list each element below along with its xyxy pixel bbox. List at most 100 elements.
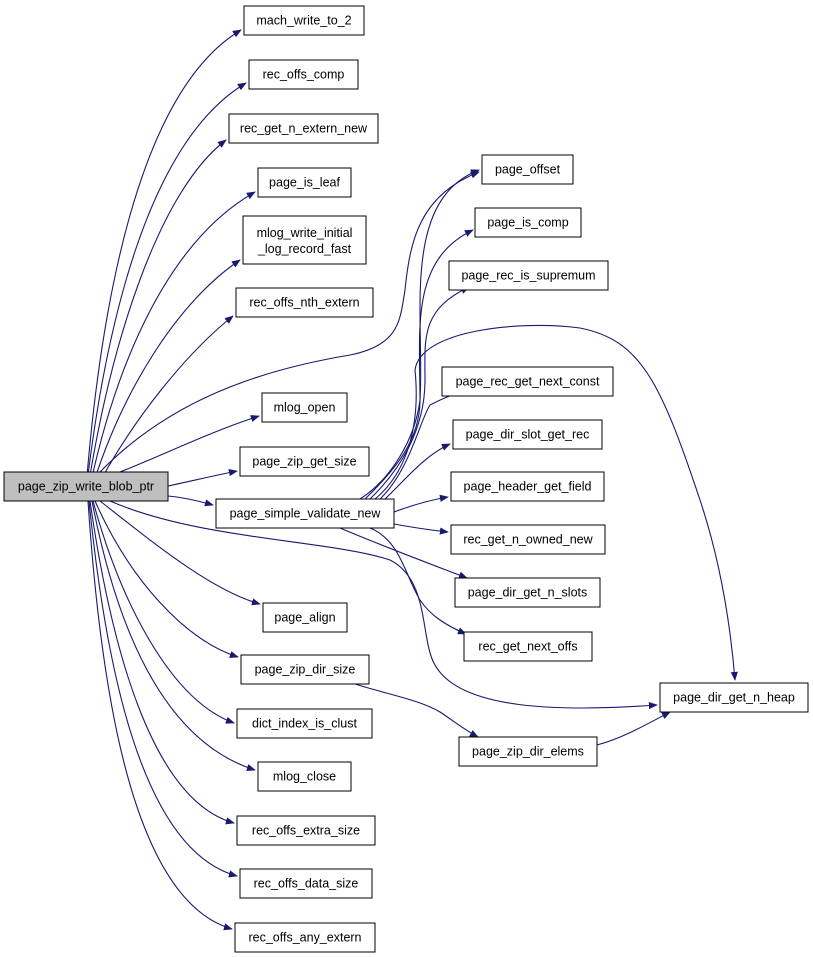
node-label: rec_get_next_offs [478,640,577,654]
node-label: page_dir_get_n_heap [673,691,795,705]
node-box [243,5,365,36]
node-label: mach_write_to_2 [256,14,351,28]
node-rec-offs-any-extern[interactable]: rec_offs_any_extern [234,922,376,953]
node-page-zip-get-size[interactable]: page_zip_get_size [239,446,370,477]
node-box [454,577,601,608]
node-box [448,260,609,291]
node-label: _log_record_fast [257,242,352,256]
edge-root-to-mlog_write_initial [87,259,241,502]
node-page-dir-get-n-slots[interactable]: page_dir_get_n_slots [454,577,601,608]
node-label: mlog_open [274,401,336,415]
node-label: rec_offs_nth_extern [249,296,359,310]
node-box [474,207,582,238]
edge-root-to-rec_get_n_extern_new [85,139,227,502]
node-label: page_zip_write_blob_ptr [18,480,154,494]
node-label: page_dir_get_n_slots [468,586,588,600]
node-rec-get-n-owned-new[interactable]: rec_get_n_owned_new [450,524,606,555]
edge-page_zip_dir_elems-to-page_dir_get_n_heap [596,711,671,746]
node-box [235,287,374,318]
edge-page_simple_validate_new-to-page_header_get_field [393,494,449,513]
node-page-rec-get-next-const[interactable]: page_rec_get_next_const [441,366,614,397]
node-page-offset[interactable]: page_offset [481,154,574,185]
node-box [3,471,169,502]
edge-root-to-page_is_leaf [86,191,256,502]
edge-page_simple_validate_new-to-rec_get_next_offs [369,527,467,635]
node-label: mlog_close [273,770,336,784]
node-mlog-write-initial[interactable]: mlog_write_initial_log_record_fast [242,215,367,265]
node-rec-offs-comp[interactable]: rec_offs_comp [248,59,359,90]
node-label: page_zip_get_size [252,455,356,469]
node-label: page_header_get_field [464,480,592,494]
node-box [262,602,348,633]
node-root[interactable]: page_zip_write_blob_ptr [3,471,169,502]
edge-page_simple_validate_new-to-page_is_comp [364,229,474,500]
node-label: rec_offs_extra_size [252,824,360,838]
edge-root-to-page_zip_dir_size [94,500,239,658]
node-label: rec_offs_comp [263,68,345,82]
node-box [659,682,809,713]
node-label: page_align [274,611,335,625]
edge-page_simple_validate_new-to-page_offset [359,169,480,500]
node-label: page_is_comp [487,216,568,230]
node-box [450,524,606,555]
node-mlog-open[interactable]: mlog_open [261,392,348,423]
node-label: page_offset [495,163,561,177]
node-rec-offs-nth-extern[interactable]: rec_offs_nth_extern [235,287,374,318]
node-box [463,631,593,662]
edge-page_simple_validate_new-to-page_dir_get_n_heap [374,324,738,681]
edge-root-to-page_simple_validate_new [167,495,214,507]
node-box [240,654,370,685]
node-box [441,366,614,397]
node-page-zip-dir-size[interactable]: page_zip_dir_size [240,654,370,685]
node-box [450,471,605,502]
node-label: rec_offs_any_extern [248,931,361,945]
edge-layer [84,29,738,931]
node-box [458,736,598,767]
node-label: rec_get_n_owned_new [463,533,593,547]
node-page-dir-get-n-heap[interactable]: page_dir_get_n_heap [659,682,809,713]
edge-page_simple_validate_new-to-rec_get_n_owned_new [393,523,449,535]
node-page-is-leaf[interactable]: page_is_leaf [257,167,352,198]
node-mlog-close[interactable]: mlog_close [257,761,352,792]
node-rec-get-next-offs[interactable]: rec_get_next_offs [463,631,593,662]
node-box [228,113,379,144]
node-rec-offs-extra-size[interactable]: rec_offs_extra_size [236,815,376,846]
node-box [236,815,376,846]
edge-root-to-page_align [99,500,261,606]
node-box [236,708,373,739]
node-box [452,419,603,450]
node-mach-write-to-2[interactable]: mach_write_to_2 [243,5,365,36]
node-layer: page_zip_write_blob_ptr mach_write_to_2re… [3,5,809,953]
edge-page_simple_validate_new-to-page_dir_get_n_slots [339,527,468,579]
edge-root-to-mlog_close [91,500,256,771]
node-page-simple-validate-new[interactable]: page_simple_validate_new [215,498,395,529]
edge-page_simple_validate_new-to-page_rec_is_supremum [369,286,470,500]
edge-root-to-page_dir_get_n_heap [109,500,658,710]
edge-root-to-mach_write_to_2 [84,29,242,502]
node-box [242,215,367,265]
node-box [234,922,376,953]
node-label: page_zip_dir_size [255,663,356,677]
node-page-header-get-field[interactable]: page_header_get_field [450,471,605,502]
node-label: page_dir_slot_get_rec [466,428,590,442]
node-box [239,868,373,899]
node-rec-get-n-extern-new[interactable]: rec_get_n_extern_new [228,113,379,144]
edge-root-to-mlog_open [119,415,260,473]
node-dict-index-is-clust[interactable]: dict_index_is_clust [236,708,373,739]
edge-root-to-rec_offs_comp [84,82,247,502]
edge-root-to-rec_offs_nth_extern [89,315,234,502]
node-label: page_simple_validate_new [230,507,382,521]
node-rec-offs-data-size[interactable]: rec_offs_data_size [239,868,373,899]
node-label: dict_index_is_clust [252,717,357,731]
node-page-align[interactable]: page_align [262,602,348,633]
edge-root-to-rec_offs_any_extern [87,500,233,931]
edge-root-to-page_zip_get_size [167,469,238,487]
node-page-is-comp[interactable]: page_is_comp [474,207,582,238]
node-box [257,761,352,792]
node-page-rec-is-supremum[interactable]: page_rec_is_supremum [448,260,609,291]
node-label: page_zip_dir_elems [472,745,584,759]
node-page-zip-dir-elems[interactable]: page_zip_dir_elems [458,736,598,767]
node-label: page_is_leaf [269,176,340,190]
node-page-dir-slot-get-rec[interactable]: page_dir_slot_get_rec [452,419,603,450]
